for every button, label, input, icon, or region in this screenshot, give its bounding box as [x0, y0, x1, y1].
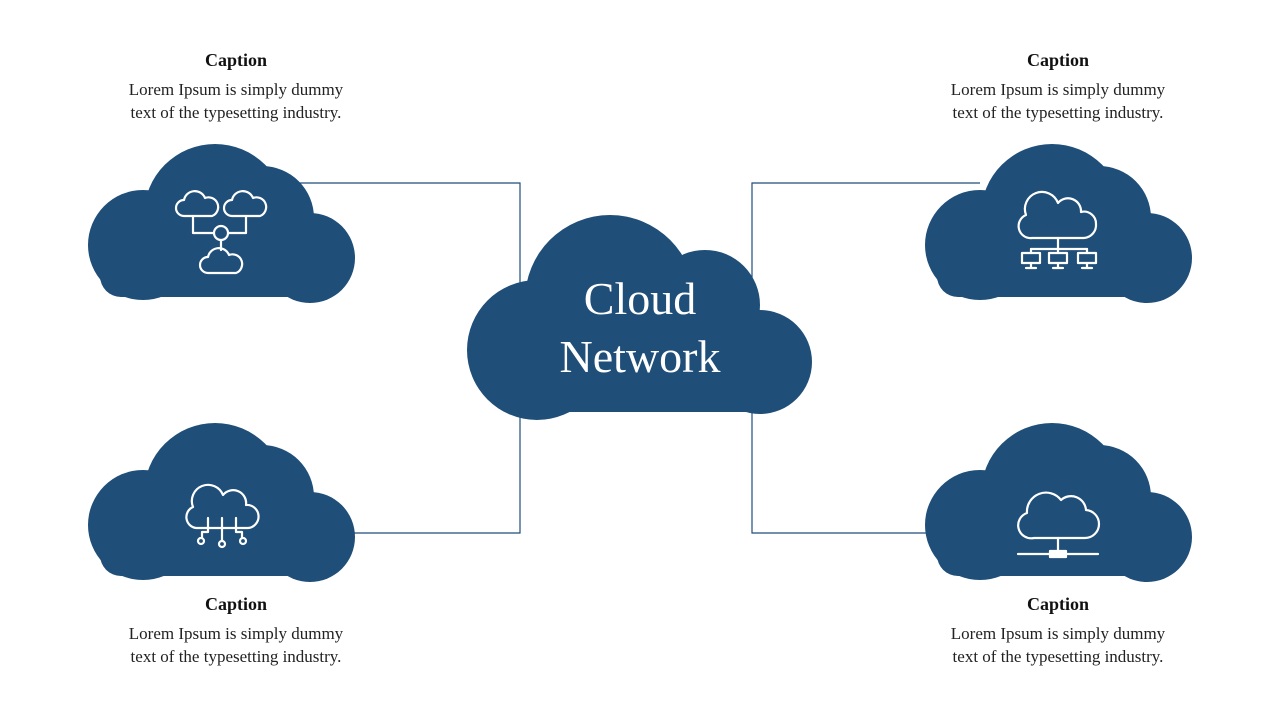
caption-text-line2: text of the typesetting industry. [952, 103, 1164, 122]
caption-text-line1: Lorem Ipsum is simply dummy [950, 80, 1166, 99]
connector-top-right [751, 182, 980, 290]
center-title-line1: Cloud [583, 273, 697, 324]
caption-title: Caption [204, 594, 267, 614]
caption-top-right: Caption Lorem Ipsum is simply dummy text… [908, 48, 1208, 124]
caption-text-line1: Lorem Ipsum is simply dummy [128, 80, 344, 99]
caption-title: Caption [204, 50, 267, 70]
cloud-circuit-icon [185, 483, 260, 549]
center-title-line2: Network [559, 331, 721, 382]
caption-text-line1: Lorem Ipsum is simply dummy [950, 624, 1166, 643]
caption-text-line2: text of the typesetting industry. [952, 647, 1164, 666]
connector-top-left [298, 182, 521, 300]
center-title: Cloud Network [470, 270, 810, 386]
caption-text-line2: text of the typesetting industry. [130, 647, 342, 666]
caption-text-line2: text of the typesetting industry. [130, 103, 342, 122]
cloud-top-left [88, 144, 355, 303]
connector-bottom-left [350, 405, 521, 534]
cloud-bottom-left [88, 423, 355, 582]
center-cloud [467, 215, 812, 420]
caption-bottom-right: Caption Lorem Ipsum is simply dummy text… [908, 592, 1208, 668]
caption-top-left: Caption Lorem Ipsum is simply dummy text… [86, 48, 386, 124]
cloud-hierarchy-icon [174, 190, 268, 275]
caption-text-line1: Lorem Ipsum is simply dummy [128, 624, 344, 643]
cloud-server-network-icon [1017, 190, 1098, 270]
caption-bottom-left: Caption Lorem Ipsum is simply dummy text… [86, 592, 386, 668]
connector-bottom-right [751, 405, 930, 534]
cloud-network-icon [1016, 491, 1101, 559]
cloud-bottom-right [925, 423, 1192, 582]
caption-title: Caption [1026, 50, 1089, 70]
caption-title: Caption [1026, 594, 1089, 614]
connector-lines [298, 182, 980, 534]
cloud-top-right [925, 144, 1192, 303]
